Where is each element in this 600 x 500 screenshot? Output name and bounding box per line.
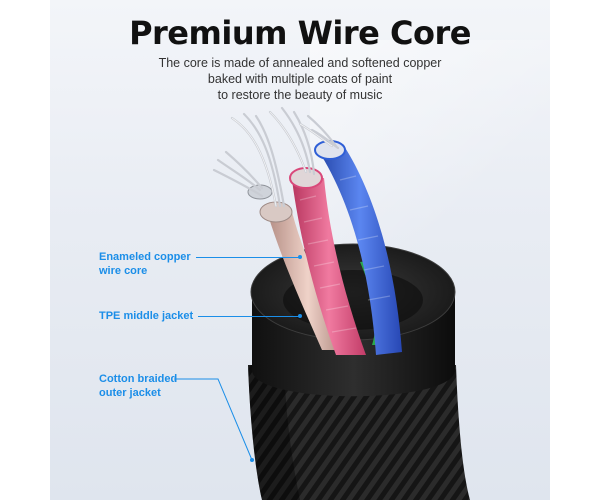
callout-outer-jacket-line-1: Cotton braided [99, 373, 178, 385]
window-light-reflection [310, 40, 550, 260]
callout-wire-core: Enameled copper wire core [99, 250, 191, 278]
subtitle-line-1: The core is made of annealed and softene… [158, 56, 442, 70]
subtitle-line-3: to restore the beauty of music [217, 88, 383, 102]
leader-wire-core [196, 257, 300, 258]
callout-wire-core-line-2: wire core [99, 265, 148, 277]
callout-outer-jacket-line-2: outer jacket [99, 387, 161, 399]
leader-dot-wire-core [298, 255, 302, 259]
callout-wire-core-line-1: Enameled copper [99, 251, 191, 263]
callout-middle-jacket-line-1: TPE middle jacket [99, 310, 194, 322]
leader-middle-jacket [198, 316, 300, 317]
page-title: Premium Wire Core [129, 14, 471, 52]
subtitle: The core is made of annealed and softene… [0, 55, 600, 103]
wire-red [292, 178, 366, 355]
wire-ends [247, 140, 346, 223]
wire-blue [318, 146, 402, 355]
subtitle-line-2: baked with multiple coats of paint [207, 72, 393, 86]
callout-middle-jacket: TPE middle jacket [99, 309, 193, 323]
leader-dot-middle-jacket [298, 314, 302, 318]
callout-outer-jacket: Cotton braided outer jacket [99, 372, 177, 400]
outer-jacket [248, 365, 470, 500]
